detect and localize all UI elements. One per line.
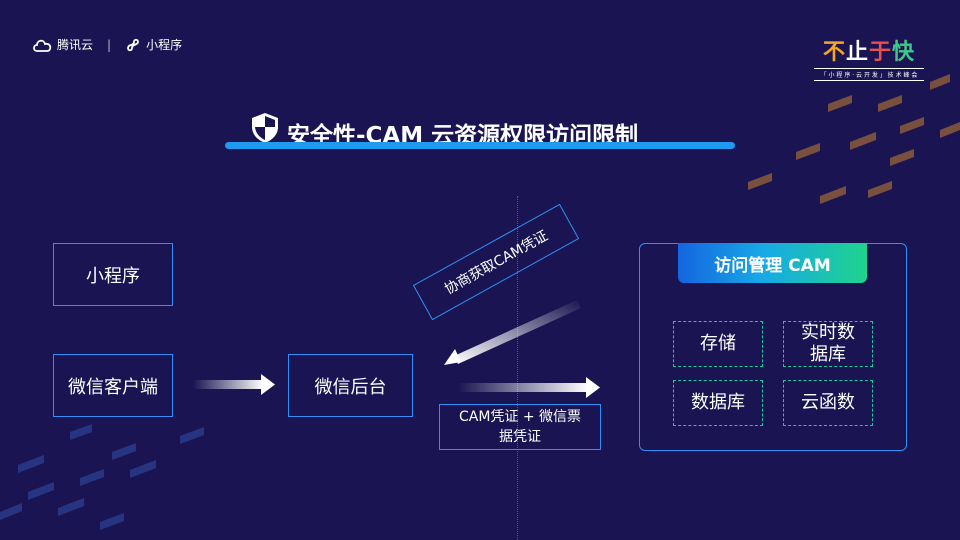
credentials-box: CAM凭证 + 微信票 据凭证	[439, 404, 601, 450]
cam-header: 访问管理 CAM	[678, 243, 867, 283]
slide-title-block: 安全性-CAM 云资源权限访问限制	[225, 108, 735, 152]
stripes-bottom-left	[0, 424, 204, 530]
cam-item-cloud-function: 云函数	[783, 380, 873, 426]
arrow-client-to-backend	[193, 374, 275, 395]
cloud-icon	[33, 39, 52, 52]
credentials-label-line1: CAM凭证 + 微信票	[458, 409, 582, 425]
wechat-backend-box: 微信后台	[288, 354, 413, 417]
divider-line	[517, 196, 518, 540]
shield-icon	[252, 113, 278, 143]
mini-program-logo-text: 小程序	[146, 38, 183, 52]
tencent-cloud-logo-text: 腾讯云	[57, 38, 94, 52]
cam-item-database: 数据库	[673, 380, 763, 426]
brand-slogan: 不止于快	[814, 34, 924, 66]
stripes-top-right	[748, 74, 960, 204]
cam-header-label: 访问管理 CAM	[714, 255, 831, 276]
header-separator: |	[107, 37, 112, 52]
brand-char: 快	[892, 40, 916, 65]
cam-item-storage: 存储	[673, 321, 763, 367]
event-brand-logo: 不止于快 「 小 程 序 · 云 开 发 」 技 术 峰 会	[814, 34, 924, 81]
cam-item-realtime-db: 实时数 据库	[783, 321, 873, 367]
realtime-db-label-line2: 据库	[810, 344, 846, 365]
mini-program-label: 小程序	[86, 265, 140, 287]
wechat-backend-label: 微信后台	[314, 376, 387, 398]
brand-char: 止	[845, 40, 869, 65]
mini-program-box: 小程序	[53, 243, 173, 306]
wechat-client-label: 微信客户端	[68, 376, 158, 398]
brand-char: 于	[869, 40, 893, 65]
header-logos: 腾讯云 | 小程序	[32, 36, 182, 53]
database-label: 数据库	[691, 392, 745, 414]
arrow-negotiate-back	[444, 300, 581, 365]
title-underline	[225, 142, 735, 149]
credentials-label-line2: 据凭证	[499, 429, 541, 445]
storage-label: 存储	[700, 333, 736, 355]
brand-char: 不	[822, 40, 846, 65]
mini-program-icon	[127, 38, 139, 51]
cloud-function-label: 云函数	[801, 392, 855, 414]
realtime-db-label-line1: 实时数	[801, 322, 855, 344]
arrow-to-cam	[458, 377, 600, 398]
wechat-client-box: 微信客户端	[53, 354, 173, 417]
brand-subtitle: 「 小 程 序 · 云 开 发 」 技 术 峰 会	[814, 68, 924, 81]
